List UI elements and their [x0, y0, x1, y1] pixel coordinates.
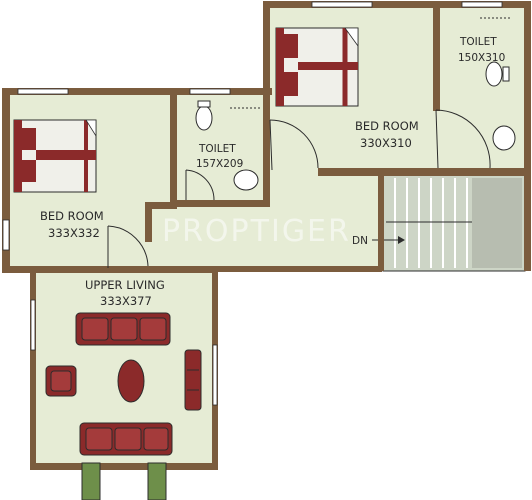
wall-top-right	[263, 1, 531, 8]
living-furniture	[45, 312, 202, 456]
door-bedroom-top	[269, 119, 319, 171]
bed-left	[13, 119, 97, 193]
window-bedroom-left-top	[17, 88, 69, 95]
wall-bedroom-left-bottom	[2, 266, 217, 273]
door-toilet-middle	[185, 169, 215, 201]
toilet-middle-size: 157X209	[196, 158, 243, 170]
stair-treads	[394, 178, 468, 268]
bed-top-fold	[344, 27, 359, 48]
toilet-right-fixtures	[480, 17, 516, 151]
bed-top-headboard	[276, 28, 284, 106]
window-living-left	[30, 299, 36, 351]
bed-top-blanket-band	[298, 62, 358, 70]
wall-left	[2, 88, 10, 273]
wall-bedroom-left-corridor	[145, 202, 177, 209]
upper-living-name: UPPER LIVING	[85, 278, 165, 292]
staircase	[372, 174, 526, 272]
wall-bedroom-left-right-upper	[170, 92, 177, 207]
window-bedroom-left-side	[2, 219, 10, 251]
wall-toilet-middle-right	[263, 88, 270, 207]
bed-top-pillow-bottom	[284, 72, 298, 96]
toilet-right-size: 150X310	[458, 52, 505, 64]
toilet-right-basin	[492, 125, 516, 151]
wall-bedroom-left-right-lower	[145, 202, 152, 242]
wall-corridor-right	[378, 170, 384, 271]
bed-left-fold	[85, 119, 97, 138]
wall-toilet-middle-bottom	[175, 200, 270, 207]
toilet-middle-fixtures	[195, 100, 260, 191]
walls	[2, 1, 531, 470]
toilet-right-name: TOILET	[459, 36, 497, 48]
floor-toilet-right	[437, 5, 527, 175]
toilet-middle-wc	[195, 105, 213, 131]
doors	[107, 109, 491, 268]
watermark: PROPTIGER	[162, 214, 351, 249]
wall-living-bottom	[30, 463, 218, 470]
coffee-table	[117, 359, 145, 403]
wall-living-left	[30, 266, 36, 470]
wall-right	[524, 1, 531, 271]
bed-top-pillow-top	[284, 34, 298, 58]
toilet-middle-name: TOILET	[198, 143, 236, 155]
bedroom-left-size: 333X332	[48, 226, 100, 240]
wall-bedroom-top-bottom	[318, 168, 531, 176]
stair-arrow-head	[398, 236, 405, 244]
wall-bedroom-top-left	[263, 1, 270, 121]
window-toilet-middle-top	[189, 88, 231, 95]
wall-toilet-right-left	[433, 1, 440, 111]
bedroom-top-name: BED ROOM	[355, 119, 419, 133]
stair-down-label: DN	[352, 235, 368, 247]
door-bedroom-left	[107, 225, 149, 268]
bedroom-top-size: 330X310	[360, 136, 412, 150]
door-toilet-right	[435, 109, 491, 169]
entrance-posts	[81, 462, 167, 500]
bed-left-pillow-bottom	[22, 160, 36, 182]
bedroom-left-name: BED ROOM	[40, 209, 104, 223]
window-bedroom-top	[311, 1, 373, 8]
wall-corridor-bottom	[212, 266, 382, 272]
windows	[2, 1, 503, 406]
toilet-middle-basin	[233, 169, 259, 191]
upper-living-size: 333X377	[100, 294, 152, 308]
window-toilet-right	[461, 1, 503, 8]
stair-landing	[472, 178, 522, 268]
bed-left-headboard	[14, 120, 22, 192]
wall-top-bedroom-left	[2, 88, 272, 95]
toilet-right-wc	[485, 61, 503, 87]
post-right	[147, 462, 167, 500]
bed-top	[275, 27, 359, 107]
bed-left-blanket-band	[36, 150, 96, 160]
post-left	[81, 462, 101, 500]
window-living-right	[212, 344, 218, 406]
bed-left-pillow-top	[22, 128, 36, 150]
side-chair-right	[184, 349, 202, 411]
